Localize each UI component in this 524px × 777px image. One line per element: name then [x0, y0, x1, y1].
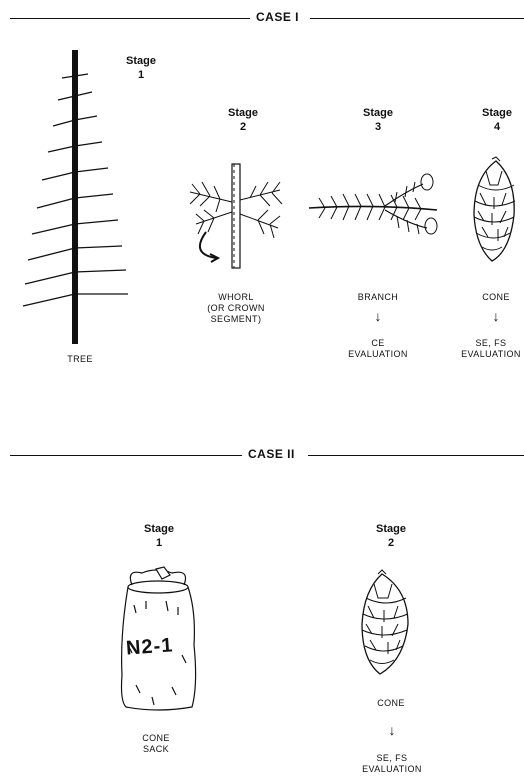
case1-header: CASE I	[252, 10, 303, 24]
cone-illustration-case1	[470, 155, 520, 265]
case1-stage4-number: 4	[474, 120, 520, 134]
case2-stage1-heading: Stage 1	[136, 522, 182, 550]
tree-illustration	[20, 48, 130, 348]
case2-rule-right	[308, 455, 524, 456]
case1-stage4-arrow-icon: ↓	[486, 308, 506, 324]
cone-illustration-case2	[358, 568, 418, 678]
case2-stage2-number: 2	[368, 536, 414, 550]
case1-stage4-caption: CONE	[472, 292, 520, 303]
case2-header: CASE II	[244, 447, 299, 461]
case1-stage2-caption: WHORL (OR CROWN SEGMENT)	[196, 292, 276, 325]
case2-stage2-heading: Stage 2	[368, 522, 414, 550]
case1-stage4-evaluation: SE, FS EVALUATION	[458, 338, 524, 360]
case1-stage2-heading: Stage 2	[220, 106, 266, 134]
case1-stage3-evaluation: CE EVALUATION	[333, 338, 423, 360]
case1-stage3-arrow-icon: ↓	[368, 308, 388, 324]
case1-stage2-number: 2	[220, 120, 266, 134]
case1-rule-right	[310, 18, 524, 19]
whorl-illustration	[180, 162, 290, 272]
case1-stage2-label: Stage	[220, 106, 266, 120]
case1-stage3-caption: BRANCH	[343, 292, 413, 303]
case2-stage1-caption: CONE SACK	[126, 733, 186, 755]
case2-stage2-arrow-icon: ↓	[382, 722, 402, 738]
case2-stage1-number: 1	[136, 536, 182, 550]
case1-stage1-caption: TREE	[55, 354, 105, 365]
case2-stage2-evaluation: SE, FS EVALUATION	[350, 753, 434, 775]
case2-stage1-label: Stage	[136, 522, 182, 536]
sack-label: N2-1	[125, 634, 174, 660]
case1-stage4-heading: Stage 4	[474, 106, 520, 134]
case2-stage2-label: Stage	[368, 522, 414, 536]
case2-stage2-caption: CONE	[366, 698, 416, 709]
branch-illustration	[305, 172, 445, 252]
case1-stage3-label: Stage	[355, 106, 401, 120]
case1-stage3-heading: Stage 3	[355, 106, 401, 134]
case1-rule-left	[10, 18, 250, 19]
case1-stage4-label: Stage	[474, 106, 520, 120]
case1-stage3-number: 3	[355, 120, 401, 134]
case2-rule-left	[10, 455, 242, 456]
